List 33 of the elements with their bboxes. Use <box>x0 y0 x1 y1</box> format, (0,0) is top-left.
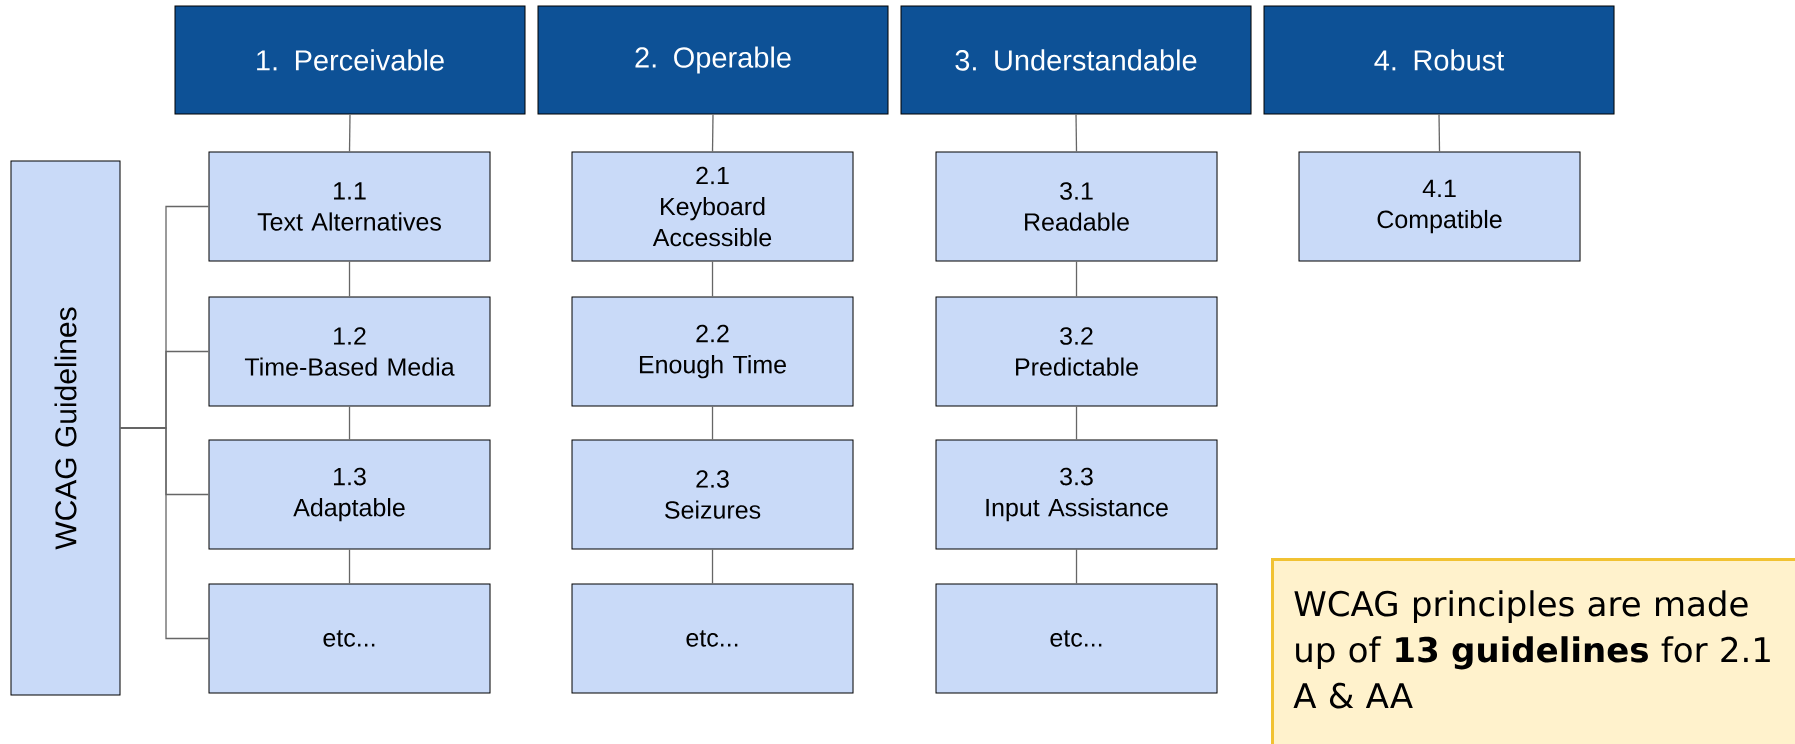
connector-line <box>348 113 351 153</box>
guideline-box: 3.3 Input Assistance <box>935 439 1218 550</box>
connector-line <box>119 427 210 640</box>
guideline-box: 1.3 Adaptable <box>208 439 491 550</box>
connector-line <box>711 260 714 298</box>
connector-line <box>1075 113 1078 153</box>
note-box: WCAG principles are made up of 13 guidelines for 2.1 A & AA <box>1271 558 1795 744</box>
principle-box: 1. Perceivable <box>174 5 526 115</box>
guideline-box: 2.2 Enough Time <box>571 296 854 407</box>
connector-line <box>1075 260 1078 298</box>
guideline-box: etc... <box>935 583 1218 694</box>
connector-line <box>348 260 351 298</box>
guideline-box: 3.2 Predictable <box>935 296 1218 407</box>
principle-box: 4. Robust <box>1263 5 1615 115</box>
guideline-box: 4.1 Compatible <box>1298 151 1581 262</box>
connector-line <box>348 548 351 585</box>
connector-line <box>711 113 714 153</box>
connector-line <box>711 405 714 441</box>
guideline-box: 3.1 Readable <box>935 151 1218 262</box>
connector-line <box>1438 113 1441 153</box>
side-box: WCAG Guidelines <box>10 160 121 696</box>
guideline-box: 1.1 Text Alternatives <box>208 151 491 262</box>
principle-box: 3. Understandable <box>900 5 1252 115</box>
guideline-box: 2.1 Keyboard Accessible <box>571 151 854 262</box>
principle-box: 2. Operable <box>537 5 889 115</box>
guideline-box: 2.3 Seizures <box>571 439 854 550</box>
guideline-box: etc... <box>208 583 491 694</box>
connector-line <box>348 405 351 441</box>
connector-line <box>1075 405 1078 441</box>
guideline-box: 1.2 Time-Based Media <box>208 296 491 407</box>
connector-line <box>711 548 714 585</box>
guideline-box: etc... <box>571 583 854 694</box>
connector-line <box>1075 548 1078 585</box>
